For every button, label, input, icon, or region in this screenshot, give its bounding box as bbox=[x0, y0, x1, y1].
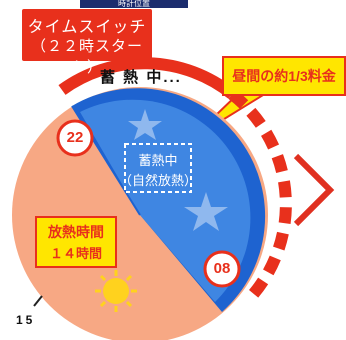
timer-arc bbox=[58, 57, 236, 99]
timer-callout-line2: （２２時スタート） bbox=[30, 38, 143, 76]
start-hour-label: 22 bbox=[66, 129, 84, 146]
storage-sector-inner bbox=[80, 99, 251, 302]
tick-label: 15 bbox=[16, 313, 36, 327]
start-hour-badge bbox=[56, 119, 94, 157]
top-banner: 時計位置 bbox=[80, 0, 188, 8]
storage-label-box bbox=[124, 143, 192, 193]
storage-label-line1: 蓄熱中 bbox=[138, 153, 178, 168]
price-callout: 昼間の約1/3料金 bbox=[222, 56, 346, 96]
storage-arc-dashed bbox=[228, 89, 292, 303]
discharge-label-line1: 放熱時間 bbox=[48, 224, 104, 240]
end-hour-label: 08 bbox=[213, 260, 231, 277]
price-callout-text: 昼間の約1/3料金 bbox=[232, 68, 336, 84]
timer-callout-line1: タイムスイッチ bbox=[27, 19, 147, 36]
discharge-label-box bbox=[35, 216, 117, 268]
sun-icon bbox=[95, 270, 137, 312]
tick-mark bbox=[33, 295, 43, 307]
arc-label: 蓄 熱 中... bbox=[100, 69, 182, 86]
star-icon bbox=[184, 192, 228, 231]
discharge-label-line2: １４時間 bbox=[49, 246, 102, 261]
storage-label-line2: （自然放熱） bbox=[118, 173, 197, 188]
chevron-right-icon bbox=[293, 153, 335, 227]
timer-callout: タイムスイッチ （２２時スタート） bbox=[22, 9, 152, 76]
star-icon bbox=[128, 109, 162, 140]
end-hour-badge bbox=[203, 250, 241, 288]
